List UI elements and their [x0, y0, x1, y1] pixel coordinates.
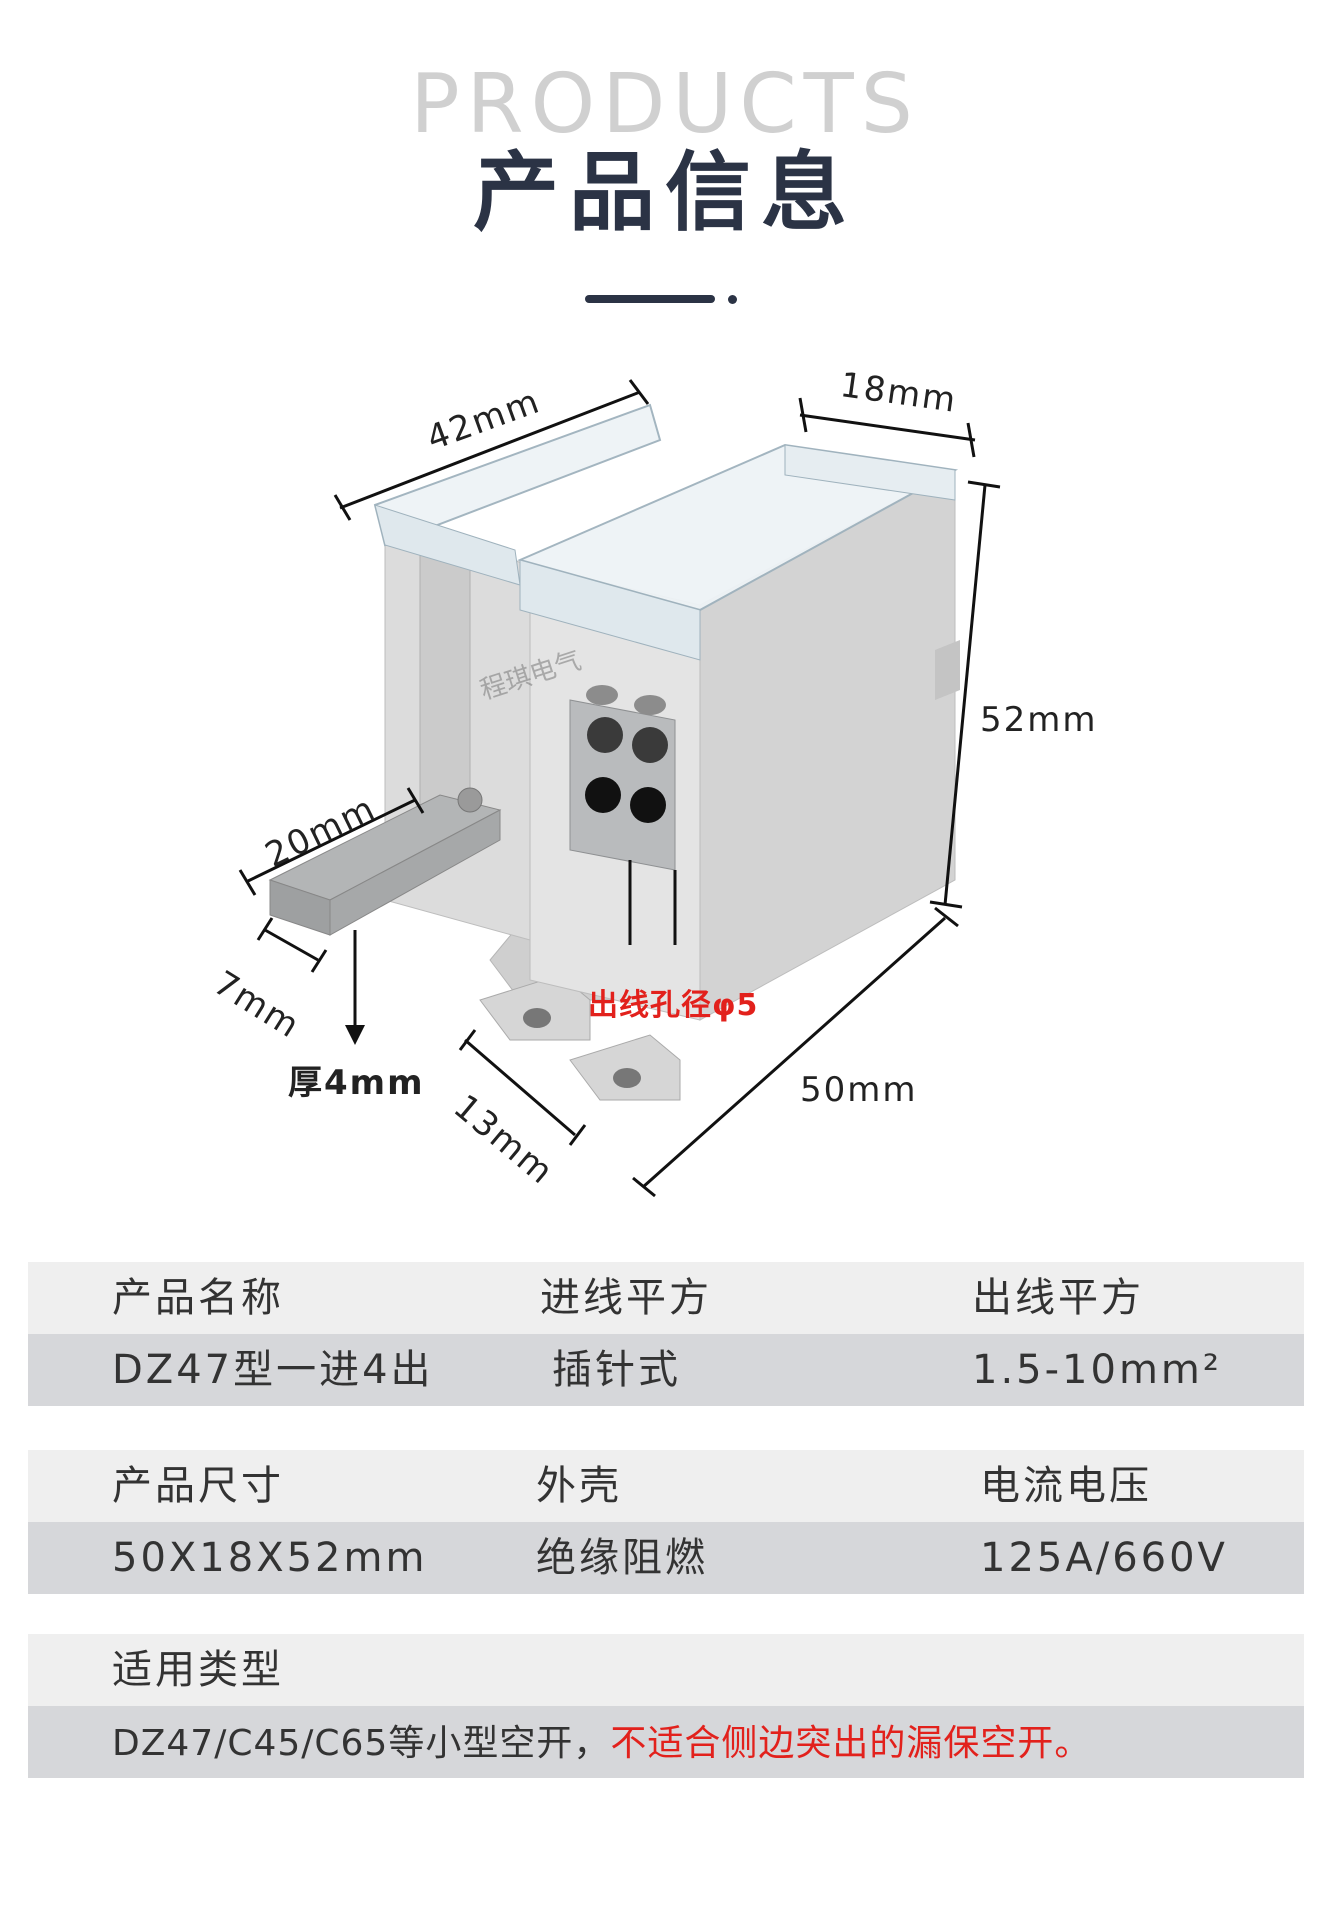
spec-value-product-name: DZ47型一进4出 — [112, 1347, 434, 1393]
spec-header-housing: 外壳 — [536, 1463, 622, 1509]
spec-value-rating: 125A/660V — [980, 1535, 1228, 1581]
terminal-block-illustration — [238, 379, 1001, 1198]
thickness-arrow-head — [345, 1025, 365, 1045]
dim-depth: 50mm — [800, 1070, 918, 1110]
spec-header-applicable: 适用类型 — [112, 1647, 284, 1693]
spec-header-input-gauge: 进线平方 — [540, 1275, 712, 1321]
spec-value-output-gauge: 1.5-10mm² — [972, 1347, 1222, 1393]
terminal-hole-4 — [630, 787, 666, 823]
spec-value-dimensions: 50X18X52mm — [112, 1535, 428, 1581]
terminal-hole-1 — [587, 717, 623, 753]
spec-header-output-gauge: 出线平方 — [972, 1275, 1144, 1321]
dim-outlet-hole: 出线孔径φ5 — [588, 988, 759, 1023]
dim-height: 52mm — [980, 700, 1098, 740]
spec-header-rating: 电流电压 — [980, 1463, 1152, 1509]
spec-row-values-1: DZ47型一进4出 插针式 1.5-10mm² — [28, 1334, 1304, 1406]
cover-right-end — [784, 444, 956, 501]
spec-header-dimensions: 产品尺寸 — [112, 1463, 284, 1509]
spec-value-housing: 绝缘阻燃 — [536, 1535, 708, 1581]
dimension-lines — [238, 379, 1001, 1198]
dim-bar-thickness: 厚4mm — [288, 1063, 425, 1103]
terminal-metal — [569, 699, 676, 871]
spec-row-values-2: 50X18X52mm 绝缘阻燃 125A/660V — [28, 1522, 1304, 1594]
title-dot — [728, 295, 737, 304]
spec-row-values-3: DZ47/C45/C65等小型空开，不适合侧边突出的漏保空开。 — [28, 1706, 1304, 1778]
spec-value-applicable-wrap: DZ47/C45/C65等小型空开，不适合侧边突出的漏保空开。 — [112, 1706, 1091, 1778]
spec-row-header-2: 产品尺寸 外壳 电流电压 — [28, 1450, 1304, 1522]
terminal-hole-2 — [632, 727, 668, 763]
product-figure: 42mm 18mm 52mm 20mm 7mm 厚4mm 13mm 50mm 出… — [0, 340, 1330, 1220]
din-clip — [935, 640, 960, 700]
spec-value-input-gauge: 插针式 — [552, 1347, 681, 1393]
spec-value-warning: 不适合侧边突出的漏保空开。 — [610, 1723, 1092, 1764]
page-title: 产品信息 — [473, 143, 857, 243]
spec-header-product-name: 产品名称 — [112, 1275, 284, 1321]
title-underline — [585, 295, 715, 303]
terminal-hole-3 — [585, 777, 621, 813]
mount-hole-left — [523, 1008, 551, 1028]
input-bar-side — [329, 809, 501, 936]
screw-2 — [634, 695, 666, 715]
spec-row-header-1: 产品名称 进线平方 出线平方 — [28, 1262, 1304, 1334]
bar-screw — [457, 787, 483, 813]
cover-right-front — [519, 559, 701, 661]
mount-tab-right — [569, 1034, 681, 1101]
section-eyebrow: PRODUCTS — [410, 57, 920, 152]
spec-row-header-3: 适用类型 — [28, 1634, 1304, 1706]
spec-value-applicable: DZ47/C45/C65等小型空开， — [112, 1723, 611, 1764]
mount-hole-right — [613, 1068, 641, 1088]
screw-1 — [586, 685, 618, 705]
